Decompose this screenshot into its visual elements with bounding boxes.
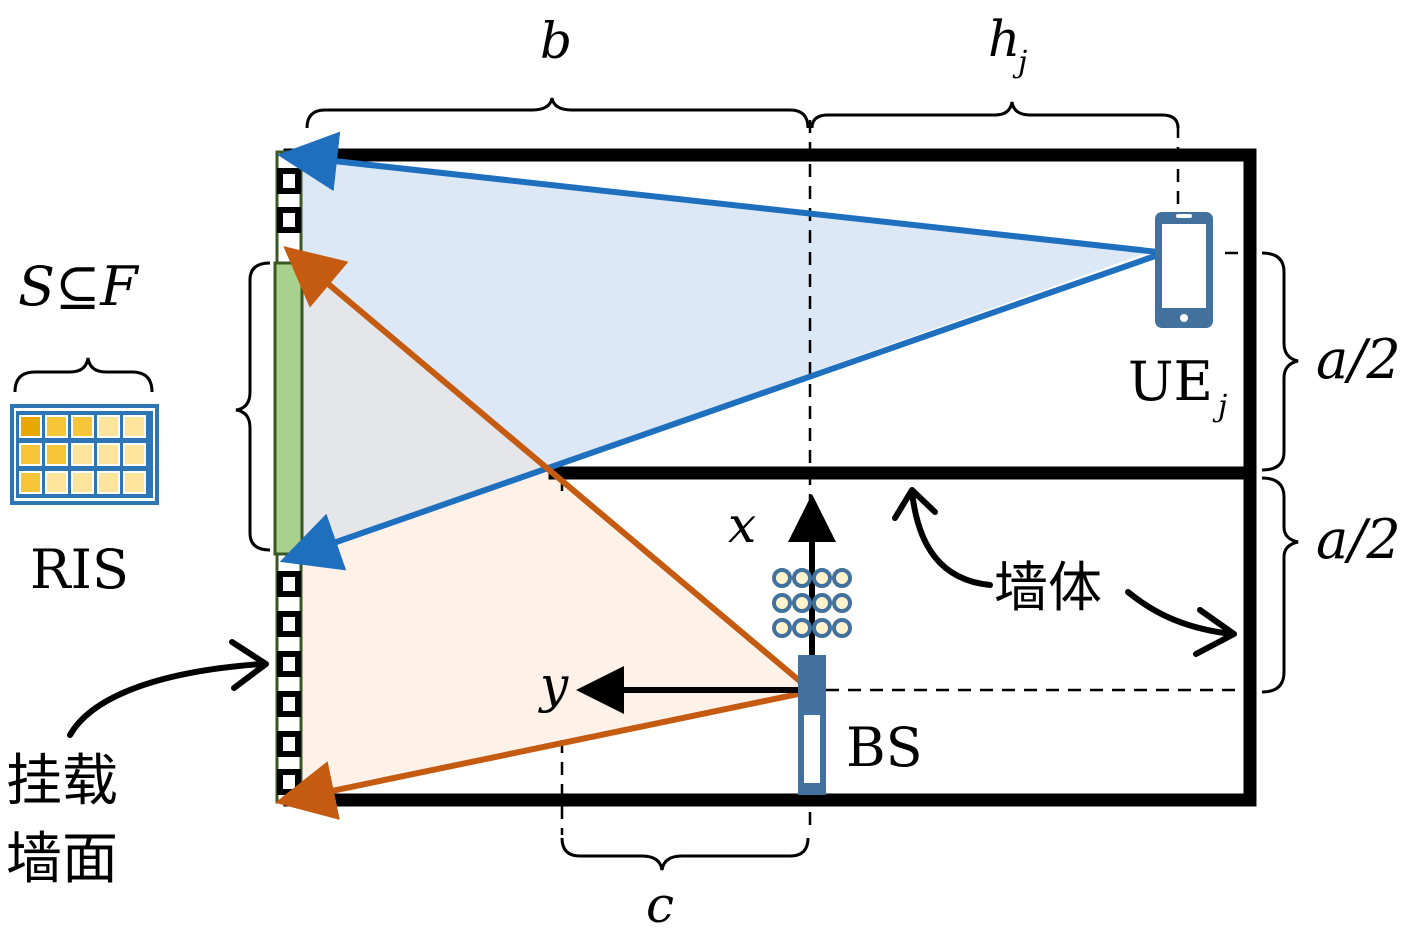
label-y-axis: y: [538, 656, 569, 714]
label-h: h: [988, 10, 1020, 68]
wall-callout-right: [1125, 589, 1235, 637]
label-x-axis: x: [728, 496, 756, 554]
brace-a-bottom: [1261, 476, 1299, 694]
orange-beam-upper: [283, 246, 810, 691]
brace-subset: [235, 261, 271, 552]
wall-callout-left: [909, 489, 993, 588]
callout-arrows: [67, 487, 1237, 738]
label-c: c: [646, 876, 674, 934]
brace-a-top: [1261, 251, 1299, 472]
blue-beam-upper: [277, 131, 1159, 255]
ris-active-subset: [273, 261, 304, 556]
brace-h: [810, 101, 1180, 129]
brace-c: [560, 837, 810, 871]
dashed-guides: [560, 120, 1252, 835]
label-a-half-bottom: a/2: [1316, 508, 1401, 571]
base-station-icon: [772, 568, 852, 795]
mount-callout: [67, 661, 265, 738]
brace-b: [305, 97, 810, 129]
label-ris: RIS: [30, 538, 129, 601]
label-mount-wall-line1: 挂载: [6, 749, 118, 814]
label-mount-wall-line2: 墙面: [6, 827, 118, 892]
ris-panel-icon: [10, 404, 159, 505]
brace-ris: [13, 357, 154, 393]
label-subset: S⊆F: [18, 255, 140, 318]
label-a-half-top: a/2: [1316, 328, 1401, 391]
overlap-region: [300, 262, 548, 555]
label-b: b: [540, 12, 572, 70]
label-ue-sub: j: [1212, 389, 1227, 424]
braces: [13, 97, 1299, 871]
smartphone-icon: [1155, 212, 1213, 328]
label-ue: UE: [1128, 350, 1213, 413]
walls: [283, 148, 1257, 807]
orange-beam-lower: [275, 689, 809, 820]
label-bs: BS: [846, 716, 923, 779]
ris-wall-strip: [273, 150, 304, 804]
label-wall: 墙体: [994, 556, 1102, 619]
beams: [275, 131, 1159, 820]
blue-beam-lower: [279, 252, 1159, 571]
